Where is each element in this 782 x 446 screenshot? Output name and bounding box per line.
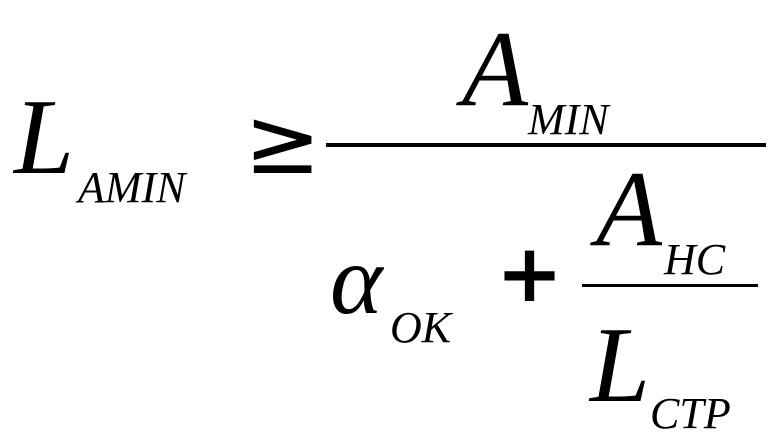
inner-denominator-subscript: CTP (650, 389, 731, 438)
lhs-symbol: L (14, 78, 75, 197)
lhs-subscript: AMIN (78, 163, 186, 212)
inner-fraction-bar (582, 284, 758, 287)
alpha-symbol: α (330, 224, 383, 335)
inner-numerator-subscript: HC (664, 235, 726, 284)
greater-equal-sign: ≥ (244, 88, 322, 195)
numerator-subscript: MIN (528, 95, 609, 144)
main-fraction-bar (326, 143, 766, 147)
inner-denominator-symbol: L (590, 306, 651, 425)
plus-sign: + (496, 227, 564, 320)
alpha-subscript: OK (390, 303, 452, 352)
inner-numerator-symbol: A (596, 150, 662, 269)
numerator-symbol: A (462, 10, 528, 129)
